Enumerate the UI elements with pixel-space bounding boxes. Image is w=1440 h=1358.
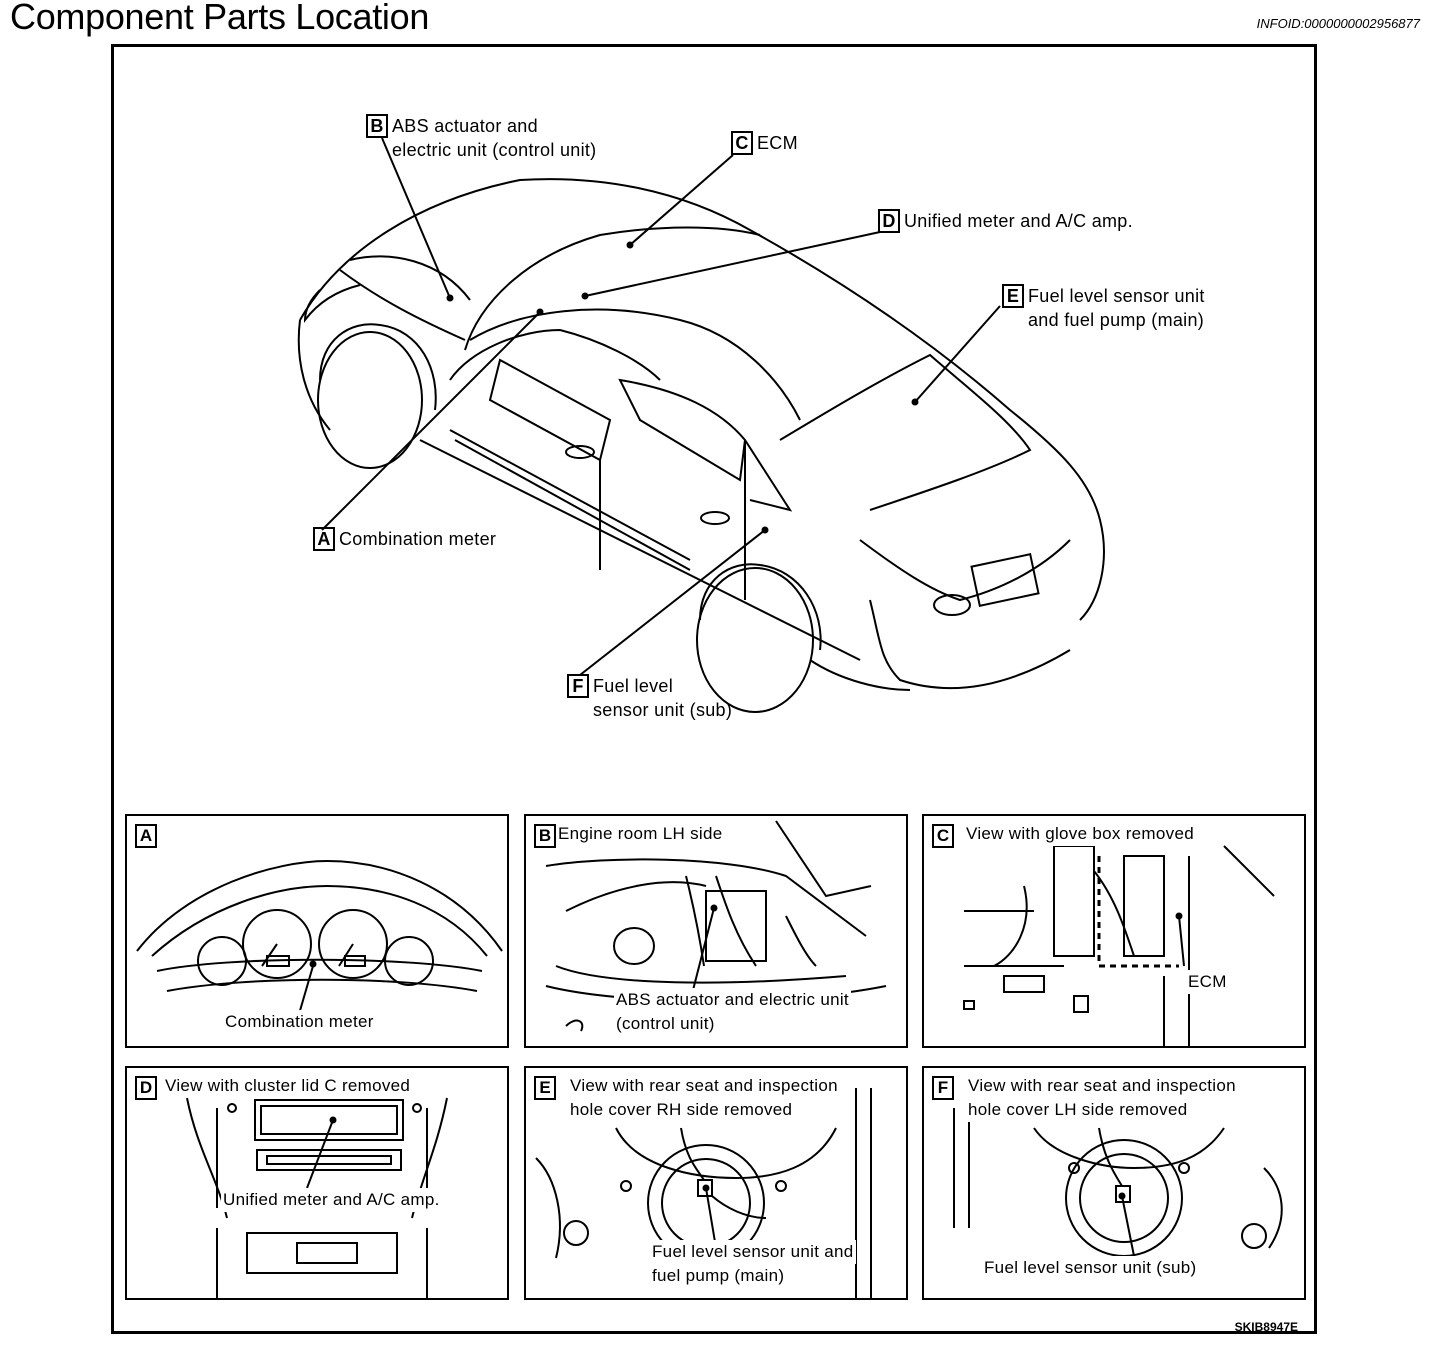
panel-f-title-line1: View with rear seat and inspection bbox=[966, 1074, 1238, 1098]
panel-d-label: Unified meter and A/C amp. bbox=[221, 1188, 442, 1212]
panel-a-letter: A bbox=[135, 824, 157, 848]
callout-e-letter: E bbox=[1002, 284, 1024, 308]
panel-a-illustration bbox=[136, 859, 503, 1022]
panel-c-title: View with glove box removed bbox=[964, 822, 1196, 846]
diagram-frame bbox=[111, 44, 1317, 1334]
panel-a-label: Combination meter bbox=[223, 1010, 376, 1034]
panel-f-letter: F bbox=[932, 1076, 954, 1100]
panel-d: D View with cluster lid C removed Unifie… bbox=[125, 1066, 509, 1300]
callout-e-line2: and fuel pump (main) bbox=[1028, 310, 1205, 330]
callout-a-letter: A bbox=[313, 527, 335, 551]
panel-c-label: ECM bbox=[1186, 970, 1229, 994]
panel-f-title-line2: hole cover LH side removed bbox=[966, 1098, 1190, 1122]
callout-d-line1: Unified meter and A/C amp. bbox=[904, 211, 1133, 231]
callout-b-letter: B bbox=[366, 114, 388, 138]
panel-a: A Combination meter bbox=[125, 814, 509, 1048]
panel-b-letter: B bbox=[534, 824, 556, 848]
info-id: INFOID:0000000002956877 bbox=[1256, 16, 1420, 31]
page-title: Component Parts Location bbox=[10, 0, 430, 37]
figure-code: SKIB8947E bbox=[1234, 1320, 1298, 1334]
panel-c-illustration bbox=[963, 845, 1275, 1046]
panel-f-label: Fuel level sensor unit (sub) bbox=[982, 1256, 1199, 1280]
panel-e-label-line1: Fuel level sensor unit and bbox=[650, 1240, 856, 1264]
panel-e: E View with rear seat and inspection hol… bbox=[524, 1066, 908, 1300]
panel-d-letter: D bbox=[135, 1076, 157, 1100]
callout-b-line1: ABS actuator and bbox=[392, 116, 538, 136]
callout-b-line2: electric unit (control unit) bbox=[392, 140, 597, 160]
panel-b-label-line2: (control unit) bbox=[614, 1012, 717, 1036]
panel-e-title-line2: hole cover RH side removed bbox=[568, 1098, 795, 1122]
panel-c: C View with glove box removed ECM bbox=[922, 814, 1306, 1048]
panel-f: F View with rear seat and inspection hol… bbox=[922, 1066, 1306, 1300]
panel-b-title: Engine room LH side bbox=[556, 822, 725, 846]
callout-f-letter: F bbox=[567, 674, 589, 698]
callout-e-line1: Fuel level sensor unit bbox=[1028, 286, 1205, 306]
callout-f-line1: Fuel level bbox=[593, 676, 674, 696]
panel-d-illustration bbox=[186, 1097, 448, 1298]
panel-d-title: View with cluster lid C removed bbox=[163, 1074, 413, 1098]
callout-c-line1: ECM bbox=[757, 133, 798, 153]
callout-c-letter: C bbox=[731, 131, 753, 155]
panel-e-label-line2: fuel pump (main) bbox=[650, 1264, 787, 1288]
callout-d-letter: D bbox=[878, 209, 900, 233]
callout-a-line1: Combination meter bbox=[339, 529, 497, 549]
panel-c-letter: C bbox=[932, 824, 954, 848]
panel-e-letter: E bbox=[534, 1076, 556, 1100]
panel-b: B Engine room LH side ABS actuator and e… bbox=[524, 814, 908, 1048]
panel-f-illustration bbox=[953, 1108, 1283, 1257]
callout-f-line2: sensor unit (sub) bbox=[593, 700, 733, 720]
panel-b-illustration bbox=[545, 820, 887, 1032]
panel-b-label-line1: ABS actuator and electric unit bbox=[614, 988, 851, 1012]
panel-e-title-line1: View with rear seat and inspection bbox=[568, 1074, 840, 1098]
